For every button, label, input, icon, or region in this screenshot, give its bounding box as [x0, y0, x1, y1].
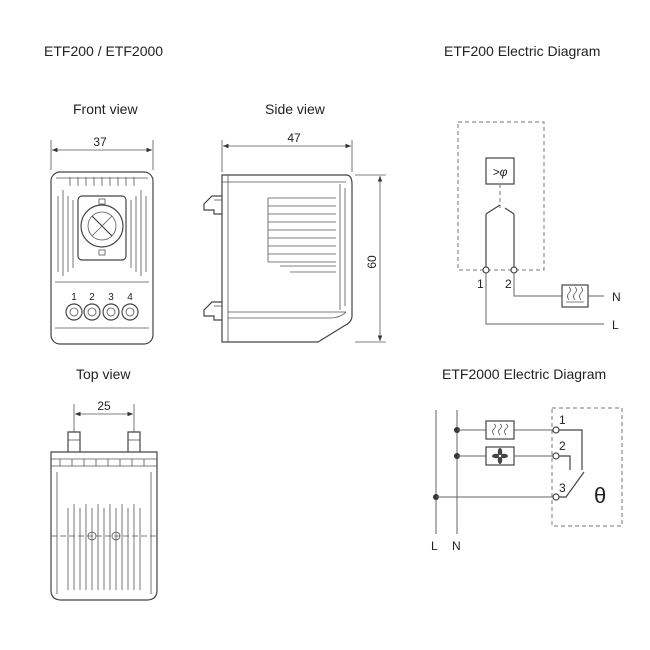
din-clip-top — [203, 195, 222, 215]
etf200-diagram-title: ETF200 Electric Diagram — [444, 43, 601, 59]
etf200-terminal-1-label: 1 — [477, 277, 484, 291]
dial-housing — [77, 195, 127, 261]
etf200-terminal-1-node — [482, 266, 490, 274]
etf2000-terminal-1-label: 1 — [559, 413, 566, 427]
etf200-sensor-symbol: >φ — [493, 165, 508, 179]
side-view-drawing: 47 60 — [203, 131, 386, 343]
etf2000-fan-icon — [492, 448, 508, 464]
front-terminal-4: 4 — [127, 292, 133, 303]
top-view-drawing: 25 — [50, 399, 158, 601]
front-terminal-2: 2 — [89, 292, 95, 303]
etf2000-neutral-label: N — [452, 539, 461, 553]
etf2000-changeover-contact — [559, 471, 585, 498]
etf2000-line-label: L — [431, 539, 438, 553]
top-housing — [50, 451, 158, 601]
top-clip-left — [67, 431, 81, 452]
etf2000-device-boundary — [551, 407, 623, 527]
etf2000-heater-box — [485, 420, 515, 440]
product-title: ETF200 / ETF2000 — [44, 43, 164, 59]
etf200-heater-icon — [567, 286, 583, 301]
top-width-value: 25 — [97, 399, 111, 413]
top-vent-slots — [67, 504, 141, 590]
etf2000-terminal-2-label: 2 — [559, 439, 566, 453]
side-view-label: Side view — [265, 101, 325, 117]
setting-dial — [80, 204, 124, 248]
etf200-heater-box — [561, 284, 589, 308]
front-terminal-3: 3 — [108, 292, 114, 303]
front-terminal-screws — [65, 303, 139, 321]
front-view-drawing: 37 — [50, 135, 154, 345]
etf2000-heater-icon — [492, 423, 508, 436]
etf200-electric-diagram: >φ 1 2 N L — [457, 121, 621, 332]
front-view-label: Front view — [73, 101, 138, 117]
etf200-device-boundary — [457, 121, 545, 271]
etf2000-terminal-3-label: 3 — [559, 481, 566, 495]
side-height-value: 60 — [365, 255, 379, 269]
din-clip-bottom — [203, 301, 222, 321]
top-clip-right — [127, 431, 141, 452]
etf2000-theta-symbol: θ — [594, 483, 606, 508]
front-width-value: 37 — [93, 135, 107, 149]
etf200-neutral-label: N — [612, 290, 621, 304]
side-width-value: 47 — [287, 131, 301, 145]
etf2000-electric-diagram: L N — [431, 407, 623, 553]
etf2000-terminal-1-node — [552, 426, 560, 434]
top-view-label: Top view — [76, 366, 131, 382]
side-vent-slots — [267, 197, 336, 273]
etf200-terminal-2-node — [510, 266, 518, 274]
etf200-terminal-2-label: 2 — [505, 277, 512, 291]
side-housing — [221, 174, 353, 343]
front-housing — [50, 171, 154, 345]
etf2000-diagram-title: ETF2000 Electric Diagram — [442, 366, 607, 382]
etf2000-terminal-2-node — [552, 452, 560, 460]
etf200-line-label: L — [612, 318, 619, 332]
front-terminal-1: 1 — [71, 292, 77, 303]
